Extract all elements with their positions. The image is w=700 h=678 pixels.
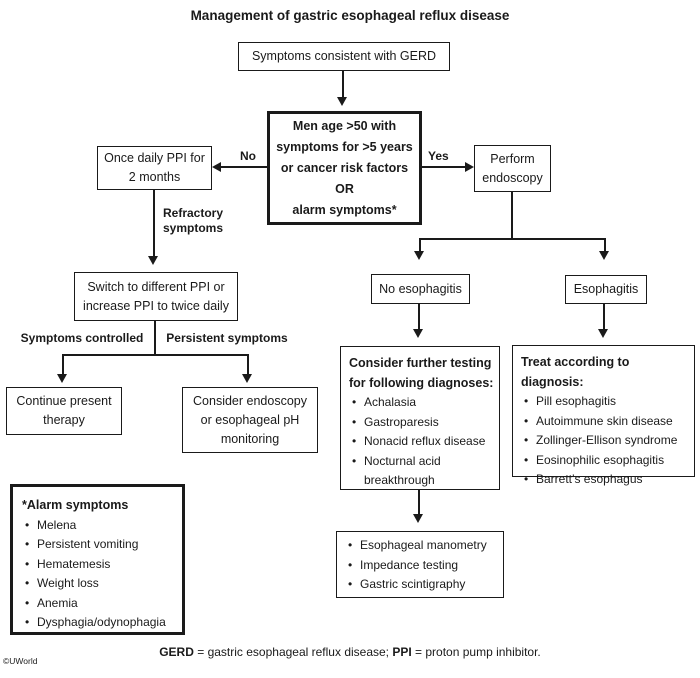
decision-line: Men age >50 with — [292, 118, 397, 133]
methods-list: Esophageal manometry Impedance testing G… — [345, 536, 499, 595]
connector-split-horizontal — [62, 354, 249, 356]
list-item: Dysphagia/odynophagia — [22, 613, 178, 633]
node-consider-further-testing: Consider further testing for following d… — [340, 346, 500, 490]
list-item: Nocturnal acid breakthrough — [349, 452, 495, 491]
listbox-heading: Consider further testing — [349, 356, 492, 370]
node-line: Perform — [490, 151, 535, 166]
arrowhead-down — [57, 374, 67, 383]
connector-split-left — [62, 354, 64, 375]
abbreviation-footnote: GERD = gastric esophageal reflux disease… — [0, 645, 700, 659]
connector-noesoph-testing — [418, 304, 420, 330]
connector-switch-split — [154, 321, 156, 356]
connector-split-right — [247, 354, 249, 375]
list-item: Barrett’s esophagus — [521, 470, 690, 490]
connector-decision-endoscopy — [422, 166, 466, 168]
treatment-list: Pill esophagitis Autoimmune skin disease… — [521, 392, 690, 490]
list-item: Impedance testing — [345, 556, 499, 576]
arrowhead-down — [337, 97, 347, 106]
node-esophagitis: Esophagitis — [565, 275, 647, 304]
connector-endoscopy-right — [604, 238, 606, 252]
node-line: or esophageal pH — [200, 412, 300, 427]
list-item: Melena — [22, 516, 178, 536]
edge-label-symptoms-controlled: Symptoms controlled — [20, 331, 144, 345]
connector-endoscopy-left — [419, 238, 421, 252]
node-treat-according-diagnosis: Treat according to diagnosis: Pill esoph… — [512, 345, 695, 489]
legend-alarm-symptoms: *Alarm symptoms Melena Persistent vomiti… — [10, 484, 185, 635]
arrowhead-down — [148, 256, 158, 265]
edge-label-yes: Yes — [428, 149, 449, 163]
list-item: Esophageal manometry — [345, 536, 499, 556]
node-text: Symptoms consistent with GERD — [251, 49, 437, 63]
node-perform-endoscopy: Perform endoscopy — [474, 145, 551, 192]
abbr-gerd: GERD — [159, 645, 194, 659]
node-switch-ppi: Switch to different PPI or increase PPI … — [74, 272, 238, 321]
edge-label-no: No — [240, 149, 256, 163]
list-item: Eosinophilic esophagitis — [521, 451, 690, 471]
node-line: monitoring — [220, 431, 280, 446]
listbox-heading: for following diagnoses: — [349, 375, 494, 390]
decision-line: alarm symptoms* — [292, 202, 397, 217]
decision-line: symptoms for >5 years — [276, 139, 413, 154]
node-line: Continue present — [16, 394, 112, 408]
node-once-daily-ppi: Once daily PPI for 2 months — [97, 146, 212, 190]
page-title: Management of gastric esophageal reflux … — [190, 8, 510, 23]
node-line: increase PPI to twice daily — [83, 298, 229, 313]
arrowhead-right — [465, 162, 474, 172]
node-continue-therapy: Continue present therapy — [6, 387, 122, 435]
node-testing-methods: Esophageal manometry Impedance testing G… — [336, 531, 504, 598]
list-item: Gastroparesis — [349, 413, 495, 433]
list-item: Persistent vomiting — [22, 535, 178, 555]
arrowhead-down — [413, 514, 423, 523]
connector-decision-ppi — [220, 166, 267, 168]
node-decision-age-risk: Men age >50 with symptoms for >5 years o… — [267, 111, 422, 225]
alarm-list: Melena Persistent vomiting Hematemesis W… — [22, 516, 178, 633]
node-no-esophagitis: No esophagitis — [371, 274, 470, 304]
node-symptoms-consistent-gerd: Symptoms consistent with GERD — [238, 42, 450, 71]
arrowhead-down — [599, 251, 609, 260]
node-line: Once daily PPI for — [104, 151, 205, 165]
connector-testing-methods — [418, 490, 420, 515]
list-item: Anemia — [22, 594, 178, 614]
uworld-watermark: ©UWorld — [3, 656, 38, 666]
decision-line: OR — [335, 181, 354, 196]
connector-ppi-switch — [153, 190, 155, 257]
edge-label-refractory: Refractory symptoms — [163, 206, 223, 236]
list-item: Achalasia — [349, 393, 495, 413]
node-line: therapy — [43, 413, 85, 427]
listbox-heading: *Alarm symptoms — [22, 498, 129, 512]
abbr-ppi: PPI — [392, 645, 412, 659]
edge-label-persistent-symptoms: Persistent symptoms — [166, 331, 288, 345]
connector-endoscopy-horizontal — [419, 238, 606, 240]
decision-line: or cancer risk factors — [280, 160, 409, 175]
arrowhead-down — [242, 374, 252, 383]
arrowhead-down — [413, 329, 423, 338]
node-line: 2 months — [128, 170, 181, 184]
list-item: Zollinger-Ellison syndrome — [521, 431, 690, 451]
node-text: Esophagitis — [573, 282, 639, 296]
list-item: Hematemesis — [22, 555, 178, 575]
connector-start-decision — [342, 71, 344, 98]
arrowhead-down — [598, 329, 608, 338]
arrowhead-down — [414, 251, 424, 260]
abbr-gerd-definition: = gastric esophageal reflux disease; — [193, 645, 393, 659]
list-item: Pill esophagitis — [521, 392, 690, 412]
list-item: Autoimmune skin disease — [521, 412, 690, 432]
edge-label-line: symptoms — [163, 221, 224, 235]
node-text: No esophagitis — [379, 281, 462, 296]
node-line: Switch to different PPI or — [87, 279, 225, 294]
node-line: endoscopy — [482, 170, 543, 185]
connector-endoscopy-split — [511, 192, 513, 240]
connector-esoph-treat — [603, 304, 605, 330]
node-line: Consider endoscopy — [193, 393, 307, 408]
arrowhead-left — [212, 162, 221, 172]
list-item: Nonacid reflux disease — [349, 432, 495, 452]
edge-label-line: Refractory — [163, 206, 224, 220]
listbox-heading: Treat according to diagnosis: — [521, 355, 630, 389]
list-item: Gastric scintigraphy — [345, 575, 499, 595]
list-item: Weight loss — [22, 574, 178, 594]
abbr-ppi-definition: = proton pump inhibitor. — [411, 645, 541, 659]
node-consider-endoscopy-ph: Consider endoscopy or esophageal pH moni… — [182, 387, 318, 453]
diagnoses-list: Achalasia Gastroparesis Nonacid reflux d… — [349, 393, 495, 491]
